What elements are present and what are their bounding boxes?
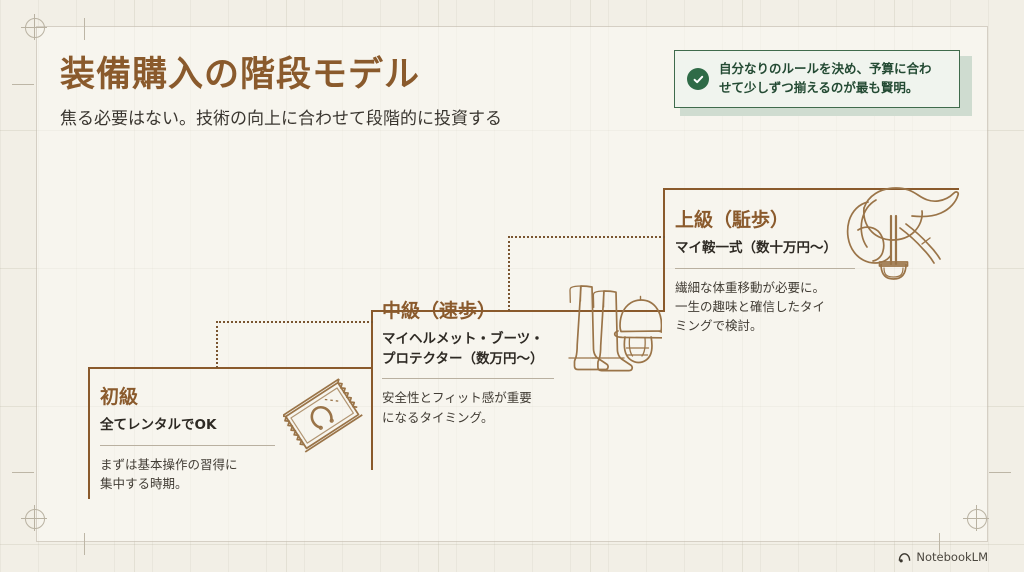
- step-description: 安全性とフィット感が重要 になるタイミング。: [382, 388, 554, 427]
- step-card-beginner: 初級 全てレンタルでOK まずは基本操作の習得に 集中する時期。: [100, 382, 275, 493]
- step-headline: マイ鞍一式（数十万円〜）: [675, 240, 837, 256]
- step-description: まずは基本操作の習得に 集中する時期。: [100, 455, 275, 494]
- riding-boots-helmet-icon: [556, 278, 666, 386]
- step-divider: [675, 267, 855, 269]
- check-circle-icon: [687, 68, 709, 90]
- stair-riser-step3-left: [663, 188, 665, 312]
- step-description-line-1: まずは基本操作の習得に: [100, 456, 238, 472]
- connector-dotted-horizontal-1: [216, 321, 373, 323]
- step-level-label: 初級: [100, 386, 139, 408]
- step-headline: 全てレンタルでOK: [100, 417, 217, 433]
- crop-tick: [12, 84, 34, 85]
- connector-dotted-vertical-1: [216, 321, 218, 368]
- stair-tread-step3: [663, 188, 959, 190]
- page-title: 装備購入の階段モデル: [60, 55, 421, 95]
- crop-tick: [84, 18, 85, 40]
- step-description-line-1: 繊細な体重移動が必要に。: [675, 279, 826, 295]
- stair-tread-step2: [371, 310, 665, 312]
- page-subtitle: 焦る必要はない。技術の向上に合わせて段階的に投資する: [60, 109, 502, 129]
- step-headline-line-1: マイヘルメット・ブーツ・: [382, 331, 544, 347]
- registration-mark-bottom-left-icon: [21, 505, 47, 531]
- key-insight-callout: 自分なりのルールを決め、予算に合わ せて少しずつ揃えるのが最も賢明。: [674, 50, 960, 108]
- step-card-advanced: 上級（駈歩） マイ鞍一式（数十万円〜） 繊細な体重移動が必要に。 一生の趣味と確…: [675, 205, 855, 336]
- callout-line-2: せて少しずつ揃えるのが最も賢明。: [719, 80, 919, 95]
- step-divider: [100, 444, 275, 446]
- crop-tick: [84, 533, 85, 555]
- connector-dotted-horizontal-2: [508, 236, 665, 238]
- footer-brand-label: NotebookLM: [916, 550, 988, 564]
- step-description-line-1: 安全性とフィット感が重要: [382, 390, 532, 406]
- callout-text: 自分なりのルールを決め、予算に合わ せて少しずつ揃えるのが最も賢明。: [719, 60, 932, 98]
- step-description: 繊細な体重移動が必要に。 一生の趣味と確信したタイ ミングで検討。: [675, 278, 855, 336]
- registration-mark-bottom-right-icon: [963, 505, 989, 531]
- stair-riser-step2-left: [371, 310, 373, 470]
- step-headline-line-2: プロテクター（数万円〜）: [382, 350, 544, 367]
- step-description-line-3: ミングで検討。: [675, 318, 763, 334]
- step-headline: マイヘルメット・ブーツ・ プロテクター（数万円〜）: [382, 330, 554, 369]
- stair-tread-step1: [88, 367, 373, 369]
- crop-tick: [989, 472, 1011, 473]
- step-divider: [382, 378, 554, 380]
- crop-tick: [12, 472, 34, 473]
- step-description-line-2: 一生の趣味と確信したタイ: [675, 298, 826, 314]
- step-level-label: 中級（速歩）: [382, 300, 497, 322]
- ticket-horseshoe-icon: [281, 376, 363, 458]
- stair-riser-step1: [88, 367, 90, 499]
- crop-tick: [939, 533, 940, 555]
- saddle-stirrup-icon: [838, 172, 966, 294]
- connector-dotted-vertical-2: [508, 236, 510, 311]
- step-description-line-2: 集中する時期。: [100, 475, 188, 491]
- footer-brand: NotebookLM: [898, 550, 988, 564]
- step-description-line-2: になるタイミング。: [382, 409, 494, 425]
- step-level-label: 上級（駈歩）: [675, 209, 790, 231]
- registration-mark-top-left-icon: [21, 14, 47, 40]
- step-card-intermediate: 中級（速歩） マイヘルメット・ブーツ・ プロテクター（数万円〜） 安全性とフィッ…: [382, 296, 554, 427]
- notebooklm-logo-icon: [899, 552, 911, 562]
- callout-line-1: 自分なりのルールを決め、予算に合わ: [719, 61, 932, 77]
